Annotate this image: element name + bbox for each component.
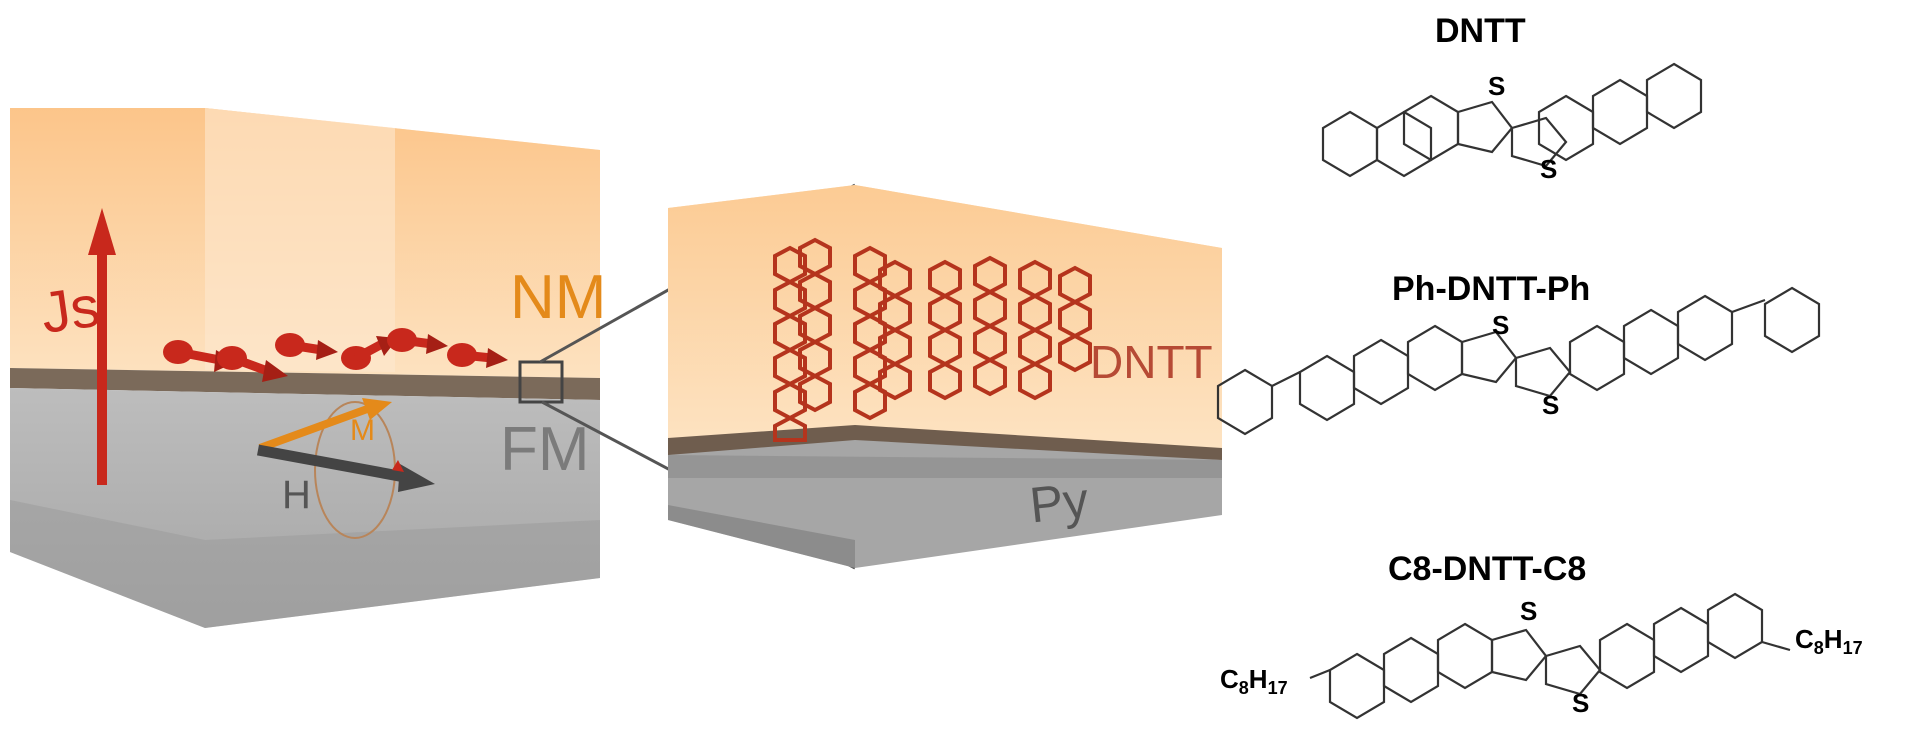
c8-dntt-c8-structure (1309, 592, 1791, 720)
interface-spins (163, 328, 508, 382)
c8-dntt-c8-sulfur-top: S (1520, 596, 1537, 626)
interface-plane (10, 368, 600, 400)
molecule-column (1058, 265, 1092, 373)
molecule-column (928, 259, 962, 401)
nm-label: NM (510, 263, 606, 332)
dntt-sulfur-top: S (1488, 71, 1505, 101)
spin-current-label: Js (37, 274, 103, 346)
c8-substituent-left: C8H17 (1220, 664, 1288, 698)
ph-dntt-ph-sulfur-bottom: S (1542, 390, 1559, 420)
dntt-label: DNTT (1090, 336, 1213, 388)
c8-dntt-c8-title: C8-DNTT-C8 (1388, 550, 1586, 588)
molecule-column (973, 255, 1007, 397)
molecule-structures (1216, 62, 1821, 720)
c8-dntt-c8-sulfur-bottom: S (1572, 688, 1589, 718)
fm-label: FM (500, 415, 590, 484)
dntt-molecular-film (773, 237, 1092, 442)
fm-shadow (10, 500, 205, 628)
field-arrow (257, 444, 411, 484)
dntt-structure (1321, 62, 1703, 178)
spin-arrow (447, 343, 508, 368)
magnetization-arrowhead (362, 398, 392, 420)
ph-dntt-ph-title: Ph-DNTT-Ph (1392, 270, 1590, 308)
molecule-column (773, 245, 807, 442)
field-label: H (282, 473, 311, 517)
dntt-sulfur-bottom: S (1540, 154, 1557, 184)
spin-current-arrowhead (88, 208, 116, 255)
py-label: Py (1027, 472, 1091, 534)
zoom-heterostructure-block: DNTT Py (668, 185, 1222, 568)
py-top-shadow (668, 455, 1222, 478)
dntt-title: DNTT (1435, 12, 1526, 50)
magnetization-label: M (350, 414, 375, 447)
molecule-column (798, 237, 832, 413)
ph-dntt-ph-structure (1216, 286, 1821, 436)
py-edge (668, 505, 855, 568)
nm-highlight (205, 108, 395, 372)
ph-dntt-ph-sulfur-top: S (1492, 310, 1509, 340)
magnetization-arrow (258, 404, 372, 452)
c8-substituent-right: C8H17 (1795, 624, 1863, 658)
spin-arrow (217, 346, 288, 382)
precession-marker (392, 460, 404, 472)
spin-arrow (275, 333, 338, 360)
molecule-column (1018, 259, 1052, 401)
spin-arrow (387, 328, 448, 354)
dntt-layer (668, 185, 1222, 448)
left-heterostructure-block: Js M H NM FM (10, 108, 606, 628)
field-arrowhead (398, 464, 435, 492)
fm-bottom (205, 520, 600, 628)
molecule-column (878, 259, 912, 401)
